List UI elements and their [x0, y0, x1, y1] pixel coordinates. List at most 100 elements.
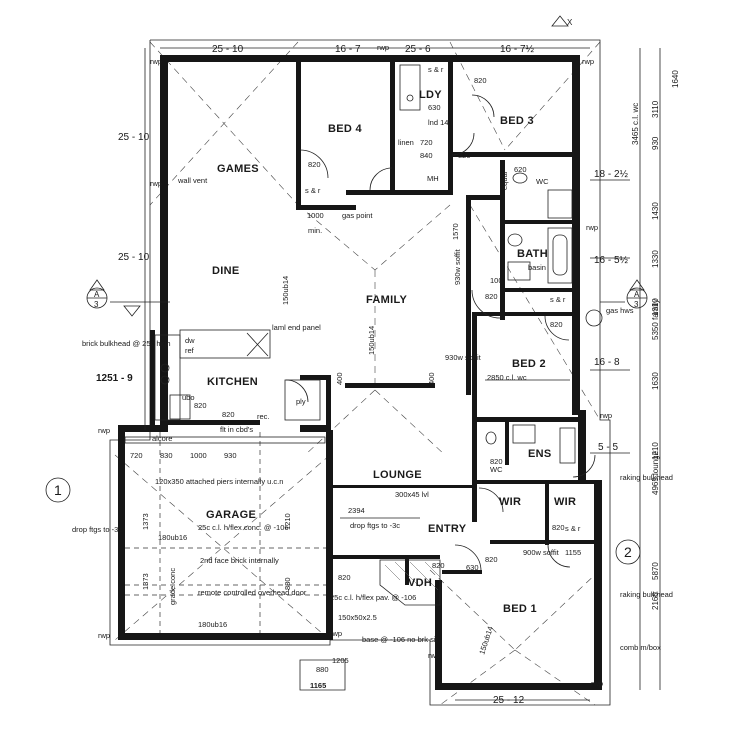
door-swings	[285, 94, 596, 572]
note-1000: 1000	[307, 211, 324, 220]
room-kitchen: KITCHEN	[207, 376, 258, 388]
note-880: 880	[283, 577, 292, 590]
right-dim-4: 5 - 5	[598, 442, 618, 453]
note-gas: gas point	[342, 211, 373, 220]
room-ldy: LDY	[419, 89, 442, 101]
note-garage-dim-3: 1000	[190, 451, 207, 460]
note-garage-dim-1: 720	[130, 451, 143, 460]
rwp-1: rwp	[150, 57, 162, 66]
note-bed2-wc: 2850 c.l. wc	[487, 373, 527, 382]
note-basin: basin	[528, 263, 546, 272]
note-flt: flt in cbd's	[220, 425, 253, 434]
rwp-2: rwp	[377, 43, 389, 52]
room-bath: BATH	[517, 248, 548, 260]
section-a-left: A	[94, 290, 100, 299]
note-840: 840	[420, 151, 433, 160]
note-bed1-820: 820	[552, 523, 565, 532]
note-gas-hws: gas hws	[606, 306, 634, 315]
right-col-b-7: 1630	[651, 372, 660, 390]
note-e-820b: 820	[432, 561, 445, 570]
room-bed2: BED 2	[512, 358, 546, 370]
top-dimensions: 25 - 10 16 - 7 25 - 6 16 - 7½ 25 - 12	[212, 44, 535, 706]
note-beam3: 150ub14	[477, 625, 495, 656]
note-grade: grade conc	[168, 568, 177, 605]
note-sr2: s & r	[550, 295, 566, 304]
rwp-10: rwp	[591, 679, 603, 688]
right-dimensions: 18 - 2½ 16 - 5½ 16 - 8 5 - 5	[594, 169, 629, 453]
right-dim-3: 16 - 8	[594, 357, 620, 368]
top-dim-3: 25 - 6	[405, 44, 431, 55]
rwp-5: rwp	[586, 223, 598, 232]
right-col-b-4: 1430	[651, 202, 660, 220]
note-rec: rec.	[257, 412, 270, 421]
note-lvl: 300x45 lvl	[395, 490, 429, 499]
note-720: 720	[420, 138, 433, 147]
note-ubo: ubo	[182, 393, 195, 402]
right-col-a-1: 3465 c.l. wc	[631, 103, 640, 145]
room-ens: ENS	[528, 448, 552, 460]
note-k820: 820	[222, 410, 235, 419]
room-bed3: BED 3	[500, 115, 534, 127]
left-dim-2: 25 - 10	[118, 252, 150, 263]
note-brick2: 2nd face brick internally	[200, 556, 279, 565]
rwp-7: rwp	[98, 426, 110, 435]
note-b2-820a: 820	[485, 292, 498, 301]
room-garage: GARAGE	[206, 509, 256, 521]
note-entry-820: 820	[485, 555, 498, 564]
note-1155: 1155	[565, 548, 581, 557]
room-entry: ENTRY	[428, 523, 467, 535]
right-col-b-8: 1210	[651, 442, 660, 460]
note-conc: 25c c.l. h/flex conc. @ -106	[198, 523, 289, 532]
note-alcore: alcore	[152, 434, 172, 443]
rwp-8: rwp	[98, 631, 110, 640]
right-col-b-10: 2160	[651, 592, 660, 610]
note-drop1: drop ftgs to -3c	[72, 525, 122, 534]
note-ens-sr: s & r	[565, 524, 581, 533]
note-porch-base: base @ -106 no brk sill	[362, 635, 439, 644]
note-equal: equal	[500, 171, 509, 190]
note-beam1: 150ub14	[281, 276, 290, 305]
axis-marker-1: 1	[54, 482, 62, 498]
note-e-630: 630	[466, 563, 479, 572]
section-x: X	[567, 18, 573, 27]
note-porch-dim-1: 1205	[332, 656, 349, 665]
marker-labels: 1 2 A 3 X A 3	[54, 18, 640, 560]
section-markers	[45, 15, 648, 565]
note-wc: WC	[536, 177, 549, 186]
note-beam2: 150ub14	[367, 326, 376, 355]
roof-hip-lines	[114, 41, 601, 706]
top-dim-1: 25 - 10	[212, 44, 244, 55]
axis-marker-2: 2	[624, 544, 632, 560]
right-col-b-3: 930	[651, 136, 660, 150]
note-porch-dim-2: 880	[316, 665, 329, 674]
note-lamel: laml end panel	[272, 323, 321, 332]
note-raking1: raking bulkhead	[620, 473, 673, 482]
room-dine: DINE	[212, 265, 239, 277]
annotations: wall vent 820 s & r 820 630 s & r lnd 14…	[72, 43, 673, 690]
room-games: GAMES	[217, 163, 259, 175]
note-100: 100	[490, 276, 503, 285]
section-3-right: 3	[634, 300, 639, 309]
right-col-b-9: 5870	[651, 562, 660, 580]
room-lounge: LOUNGE	[373, 469, 422, 481]
note-mh: MH	[427, 174, 439, 183]
room-bed1: BED 1	[503, 603, 537, 615]
top-dim-4: 16 - 7½	[500, 44, 535, 55]
room-labels: GAMES DINE BED 4 LDY BED 3 FAMILY BATH B…	[206, 89, 576, 615]
rwp-9: rwp	[428, 651, 440, 660]
dimension-lines	[144, 47, 661, 701]
note-ub16b: 180ub16	[198, 620, 227, 629]
note-bed4-820: 820	[308, 160, 321, 169]
note-soffit-top: 930w soffit	[453, 248, 462, 285]
note-piers: 120x350 attached piers internally u.c.n	[155, 477, 283, 486]
note-garage-dim-2: 830	[160, 451, 173, 460]
note-garage-dim-4: 930	[224, 451, 237, 460]
note-ldy-630: 630	[428, 103, 441, 112]
internal-walls	[150, 60, 598, 585]
note-1210: 1210	[283, 513, 292, 530]
note-porch-dim-3: 1165	[310, 681, 326, 690]
note-porch-820: 820	[338, 573, 351, 582]
note-lnd: lnd 140	[428, 118, 453, 127]
left-dim-1: 25 - 10	[118, 132, 150, 143]
